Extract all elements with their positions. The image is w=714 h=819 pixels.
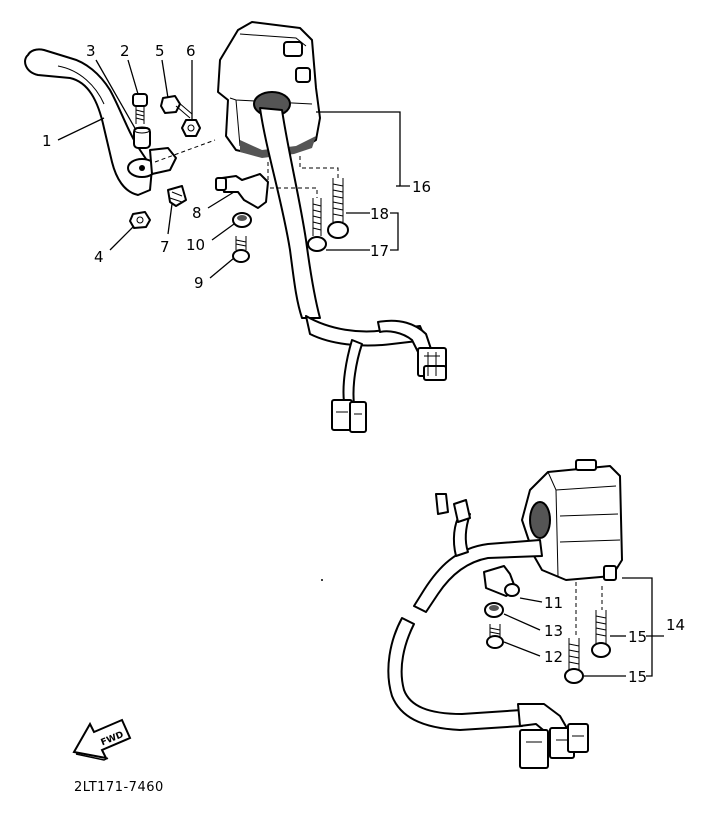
cap-10 (232, 212, 252, 228)
leader-12 (503, 641, 541, 657)
screw-18 (327, 178, 349, 239)
leader-9 (209, 257, 235, 279)
diagram-code: 2LT171-7460 (74, 780, 164, 795)
leader-8 (207, 191, 235, 209)
label-2: 2 (120, 42, 130, 60)
left-switch-housing (217, 21, 321, 158)
cap-13 (484, 602, 504, 618)
bracket-17-18 (390, 212, 399, 251)
leader-16 (316, 111, 410, 187)
leader-1 (57, 117, 105, 141)
nut-4 (129, 211, 151, 229)
label-15-lower: 15 (628, 668, 647, 686)
bolt-2 (132, 93, 148, 124)
leader-4 (109, 225, 135, 251)
screw-12 (486, 624, 504, 649)
label-9: 9 (194, 274, 204, 292)
collar-3 (133, 126, 151, 149)
left-wire-harness (259, 107, 447, 433)
nut-6 (181, 119, 201, 137)
label-6: 6 (186, 42, 196, 60)
leader-3 (95, 59, 137, 131)
leader-14 (622, 577, 664, 637)
screw-17 (307, 198, 327, 252)
label-14: 14 (666, 616, 685, 634)
label-11: 11 (544, 594, 563, 612)
label-7: 7 (160, 238, 170, 256)
leader-10 (211, 223, 235, 241)
right-switch-housing (521, 459, 623, 581)
leader-7 (167, 203, 173, 235)
stray-dot (321, 579, 323, 581)
leader-11 (519, 597, 543, 603)
screw-15-lower (564, 638, 584, 684)
label-1: 1 (42, 132, 52, 150)
label-13: 13 (544, 622, 563, 640)
clutch-switch-8 (215, 173, 269, 209)
label-18: 18 (370, 205, 389, 223)
screw-9 (232, 236, 250, 263)
label-15-upper: 15 (628, 628, 647, 646)
forward-arrow: FWD (72, 718, 132, 761)
leader-2 (127, 59, 139, 95)
label-3: 3 (86, 42, 96, 60)
screw-5 (160, 95, 193, 119)
switch-7 (149, 147, 187, 207)
bracket-15 (646, 635, 653, 677)
label-5: 5 (155, 42, 165, 60)
leader-5 (161, 59, 169, 99)
label-4: 4 (94, 248, 104, 266)
label-17: 17 (370, 242, 389, 260)
screw-15-upper (591, 610, 611, 658)
label-8: 8 (192, 204, 202, 222)
label-10: 10 (186, 236, 205, 254)
right-wire-harness (387, 493, 589, 769)
leader-13 (503, 613, 541, 631)
brake-switch-11 (483, 565, 520, 597)
label-16: 16 (412, 178, 431, 196)
label-12: 12 (544, 648, 563, 666)
